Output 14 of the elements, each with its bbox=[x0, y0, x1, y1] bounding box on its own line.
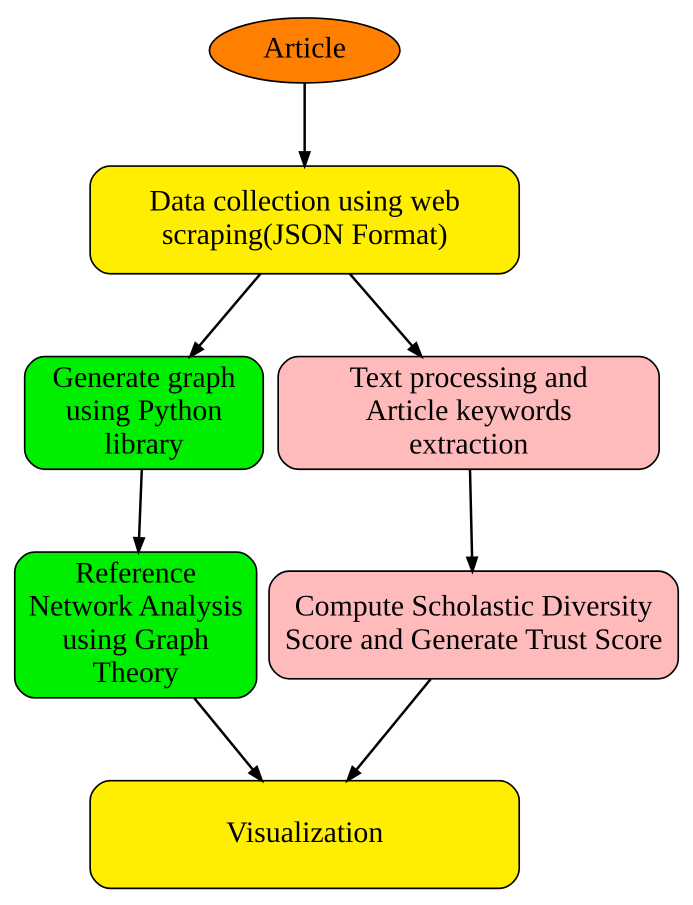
arrow bbox=[466, 468, 478, 574]
arrow bbox=[298, 82, 312, 169]
node-box: Compute Scholastic Diversity Score and Generate Trust Score bbox=[268, 570, 680, 680]
node-box: Reference Network Analysis using Graph Theory bbox=[14, 550, 258, 698]
arrow bbox=[348, 272, 424, 359]
arrow bbox=[132, 468, 146, 555]
arrow bbox=[193, 696, 264, 783]
node-ellipse: Article bbox=[208, 16, 401, 84]
node-box: Generate graph using Python library bbox=[24, 355, 264, 470]
node-box: Visualization bbox=[89, 779, 520, 889]
arrow bbox=[345, 678, 432, 783]
arrow bbox=[188, 272, 262, 359]
node-box: Data collection using web scraping(JSON Format) bbox=[89, 164, 520, 274]
node-box: Text processing and Article keywords extraction bbox=[277, 355, 660, 470]
